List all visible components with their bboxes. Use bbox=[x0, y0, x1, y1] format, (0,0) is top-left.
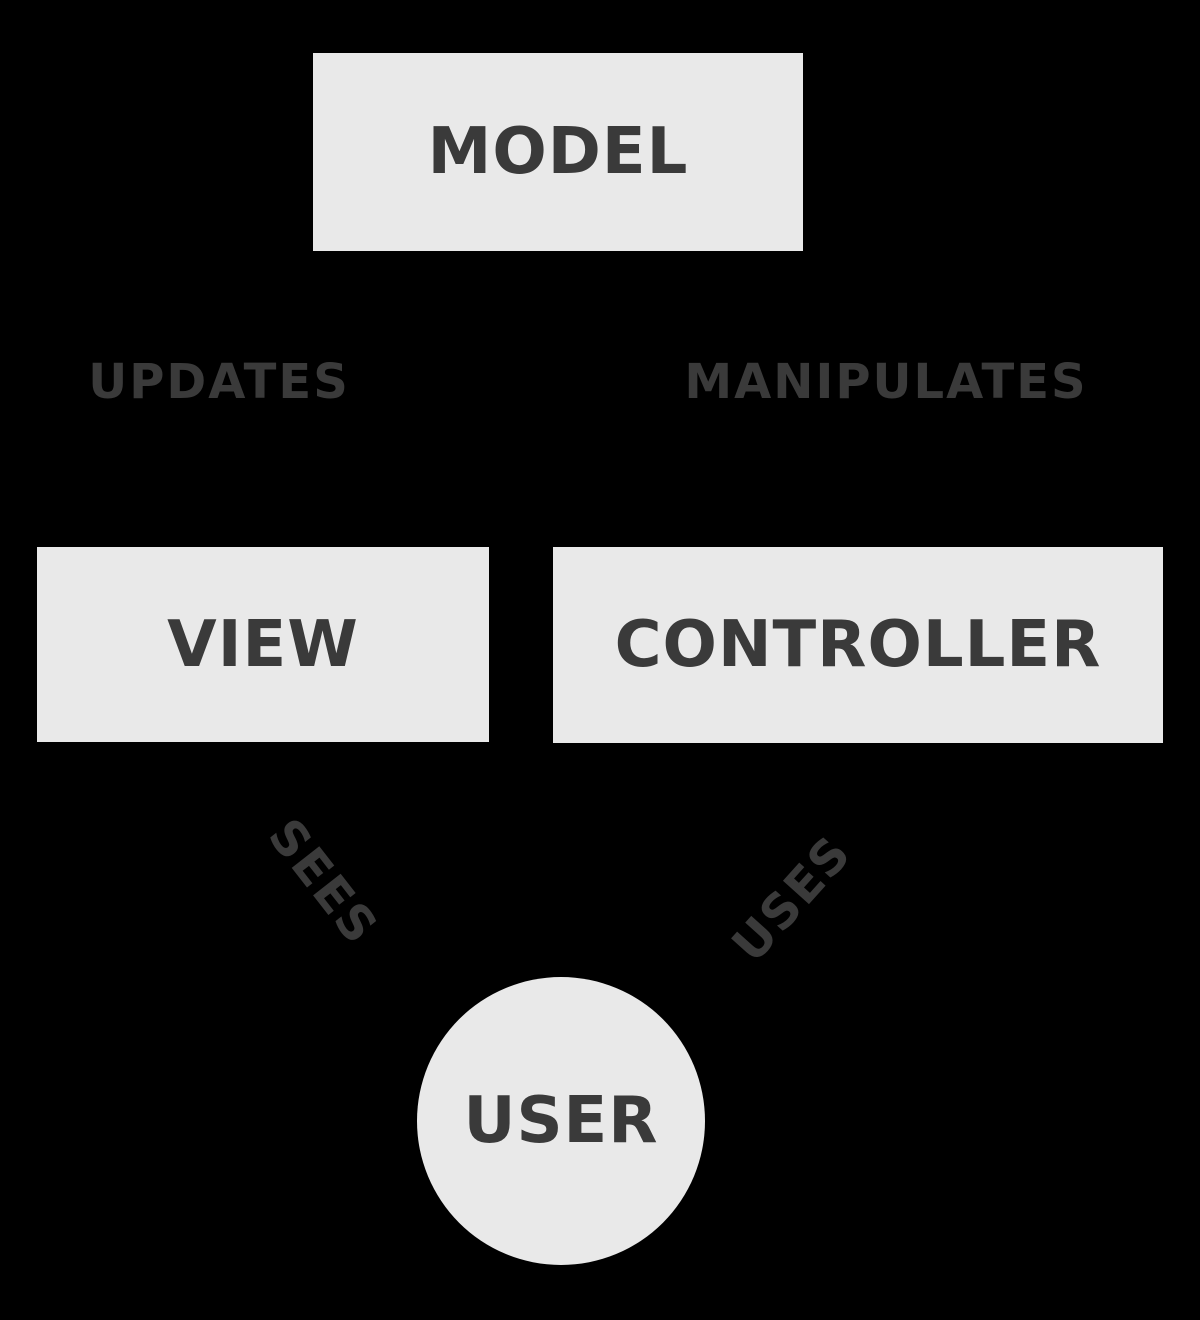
sees-edge-label: SEES bbox=[257, 808, 389, 956]
controller-node-label: CONTROLLER bbox=[614, 608, 1102, 682]
view-node: VIEW bbox=[37, 547, 489, 742]
uses-edge-label: USES bbox=[721, 824, 863, 974]
view-node-label: VIEW bbox=[167, 607, 359, 682]
user-node-label: USER bbox=[463, 1084, 659, 1158]
user-node: USER bbox=[417, 977, 705, 1265]
controller-node: CONTROLLER bbox=[553, 547, 1163, 743]
manipulates-edge-label: MANIPULATES bbox=[684, 354, 1088, 410]
model-node: MODEL bbox=[313, 53, 803, 251]
model-node-label: MODEL bbox=[427, 115, 689, 189]
updates-edge-label: UPDATES bbox=[88, 354, 350, 410]
